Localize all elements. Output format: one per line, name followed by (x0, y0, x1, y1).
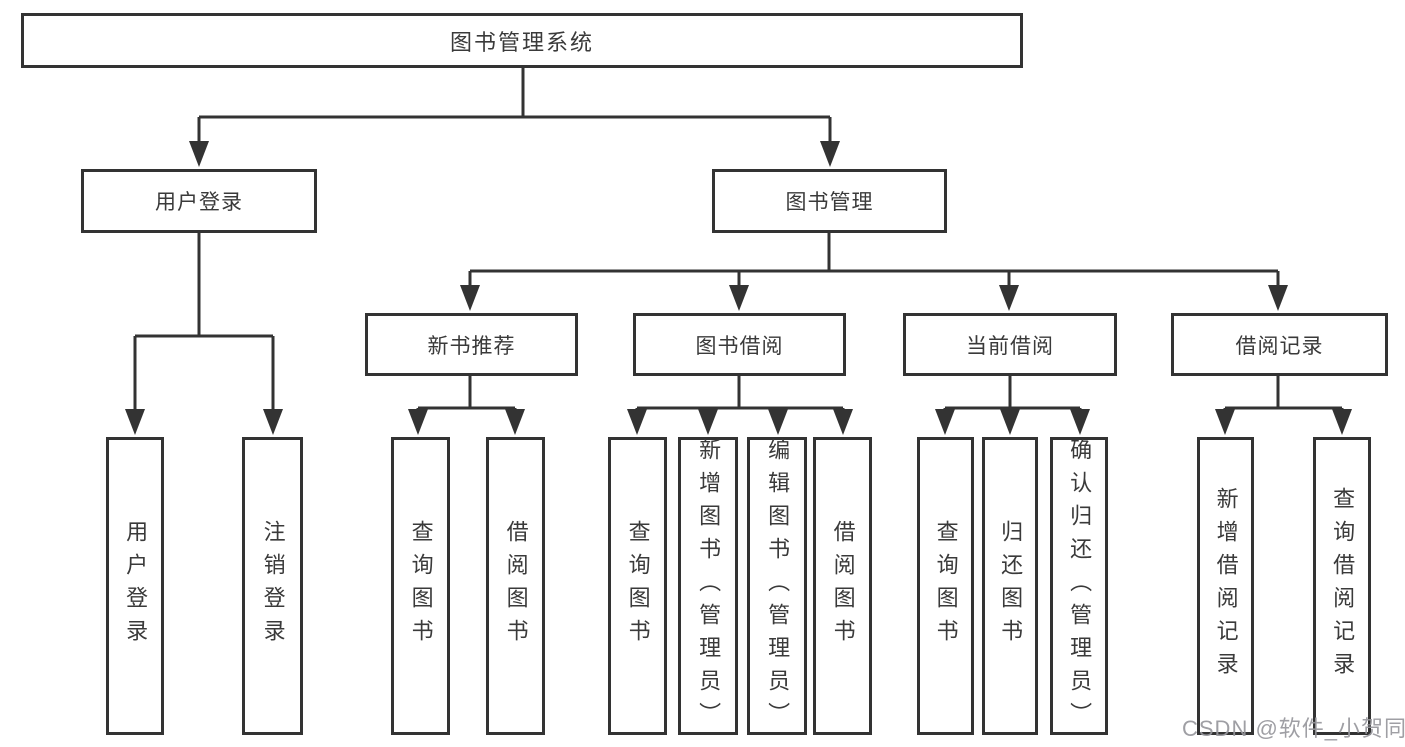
leaf-add-book-admin: 新增图书（管理员） (678, 437, 738, 735)
leaf-user-login: 用户登录 (106, 437, 164, 735)
leaf-label: 新增图书（管理员） (696, 437, 722, 735)
leaf-label: 编辑图书（管理员） (765, 437, 791, 735)
leaf-query-books-recommend: 查询图书 (391, 437, 450, 735)
leaf-label: 查询图书 (408, 520, 434, 652)
leaf-label: 查询借阅记录 (1330, 487, 1356, 685)
leaf-query-books-borrow: 查询图书 (608, 437, 667, 735)
leaf-label: 查询图书 (625, 520, 651, 652)
leaf-label: 借阅图书 (503, 520, 529, 652)
csdn-watermark: CSDN @软件_小贺同学 (1182, 716, 1405, 741)
node-current-borrow: 当前借阅 (903, 313, 1117, 376)
node-book-management: 图书管理 (712, 169, 947, 233)
leaf-confirm-return-admin: 确认归还（管理员） (1050, 437, 1108, 735)
leaf-edit-book-admin: 编辑图书（管理员） (747, 437, 807, 735)
leaf-logout: 注销登录 (242, 437, 303, 735)
node-user-login: 用户登录 (81, 169, 317, 233)
leaf-label: 用户登录 (123, 520, 149, 652)
leaf-label: 确认归还（管理员） (1067, 437, 1093, 735)
leaf-add-borrow-record: 新增借阅记录 (1197, 437, 1254, 735)
leaf-query-books-current: 查询图书 (917, 437, 974, 735)
node-library-system: 图书管理系统 (21, 13, 1023, 68)
leaf-query-borrow-record: 查询借阅记录 (1313, 437, 1371, 735)
node-new-book-recommend: 新书推荐 (365, 313, 578, 376)
leaf-label: 查询图书 (933, 520, 959, 652)
node-book-borrow: 图书借阅 (633, 313, 846, 376)
leaf-label: 注销登录 (260, 520, 286, 652)
leaf-label: 新增借阅记录 (1213, 487, 1239, 685)
leaf-borrow-books: 借阅图书 (813, 437, 872, 735)
leaf-borrow-books-recommend: 借阅图书 (486, 437, 545, 735)
leaf-label: 归还图书 (998, 520, 1024, 652)
node-borrow-records: 借阅记录 (1171, 313, 1388, 376)
leaf-label: 借阅图书 (830, 520, 856, 652)
leaf-return-books: 归还图书 (982, 437, 1038, 735)
